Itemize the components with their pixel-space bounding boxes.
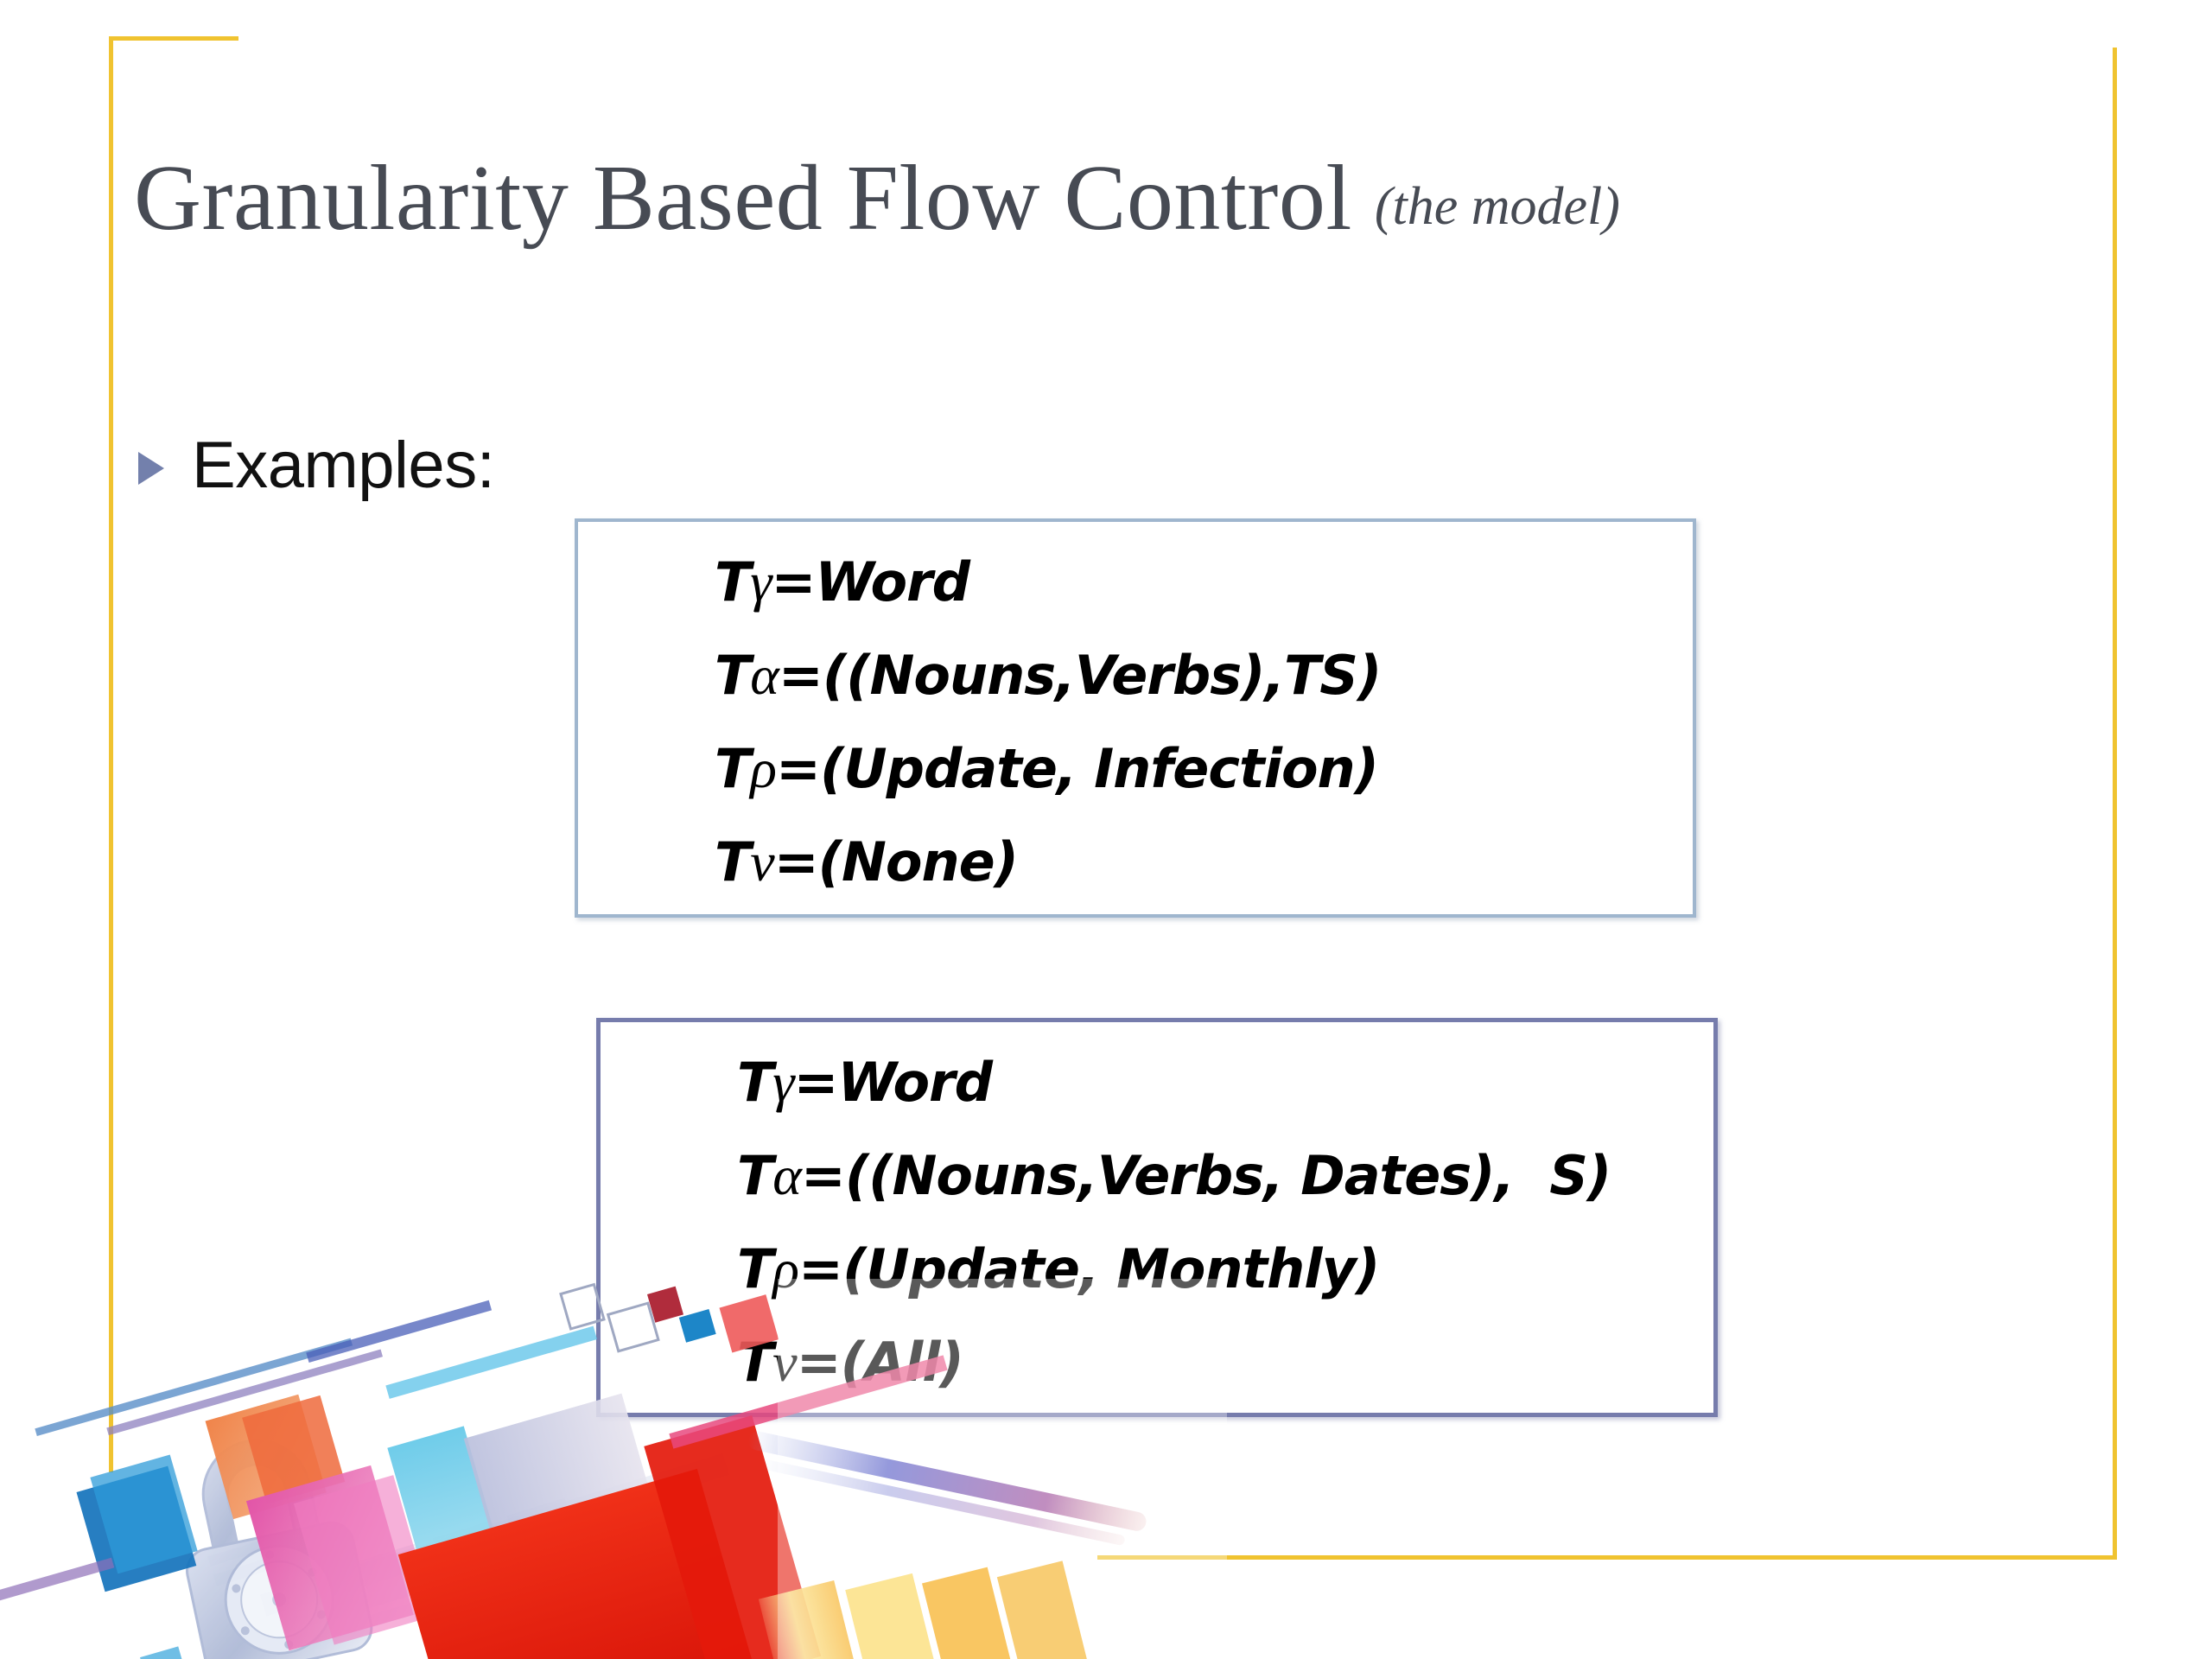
formula-greek-symbol: ν [772, 1332, 797, 1393]
formula-greek-symbol: ρ [772, 1238, 799, 1300]
formula-greek-symbol: ν [750, 831, 774, 893]
formula-line: Tν=(None) [715, 816, 1381, 909]
formula-greek-symbol: γ [772, 1052, 794, 1113]
corner-rule-bottom-right-horizontal [1097, 1555, 2117, 1560]
formula-value: =((Nouns,Verbs),TS) [778, 644, 1382, 707]
corner-rule-top-left-horizontal [109, 36, 238, 41]
color-streak [748, 1431, 1147, 1546]
circuit-board-icon [207, 1452, 729, 1646]
corner-rule-top-left-vertical [109, 36, 113, 1472]
formula-symbol-t: T [737, 1051, 773, 1114]
formula-value: =(All) [796, 1331, 964, 1394]
bullet-label: Examples: [192, 429, 495, 502]
bullet-examples: Examples: [138, 428, 495, 503]
formula-line: Tρ=(Update, Monthly) [737, 1223, 1611, 1316]
formula-line: Tγ=Word [715, 536, 1381, 629]
formula-line: Tγ=Word [737, 1036, 1611, 1129]
formula-line: Tν=(All) [737, 1316, 1611, 1409]
formula-symbol-t: T [715, 550, 751, 613]
formula-line: Tα=((Nouns,Verbs),TS) [715, 629, 1382, 722]
formula-value: =((Nouns,Verbs, Dates), S) [800, 1144, 1611, 1207]
yellow-block-band [758, 1560, 1092, 1659]
corner-rule-bottom-right-vertical [2113, 48, 2117, 1560]
formula-value: =(Update, Monthly) [798, 1237, 1380, 1300]
formula-line: Tα=((Nouns,Verbs, Dates), S) [737, 1129, 1611, 1223]
slide-title: Granularity Based Flow Control (the model… [134, 145, 2087, 252]
formula-greek-symbol: α [750, 645, 779, 706]
formula-symbol-t: T [715, 830, 751, 893]
formula-line: Tρ=(Update, Infection) [715, 722, 1381, 816]
formula-symbol-t: T [737, 1237, 773, 1300]
formula-symbol-t: T [737, 1331, 773, 1394]
formula-symbol-t: T [715, 644, 751, 707]
formula-symbol-t: T [715, 737, 751, 800]
formula-greek-symbol: α [772, 1145, 802, 1206]
formula-greek-symbol: ρ [750, 738, 777, 799]
padlock-icon [186, 1439, 373, 1659]
formula-symbol-t: T [737, 1144, 773, 1207]
formula-value: =Word [793, 1051, 993, 1114]
formula-value: =(Update, Infection) [776, 737, 1379, 800]
formula-value: =(None) [773, 830, 1019, 893]
page-title: Granularity Based Flow Control [134, 147, 1352, 250]
formula-greek-symbol: γ [750, 551, 772, 613]
triangle-right-icon [138, 451, 164, 485]
page-subtitle: (the model) [1374, 177, 1620, 236]
formula-value: =Word [771, 550, 970, 613]
